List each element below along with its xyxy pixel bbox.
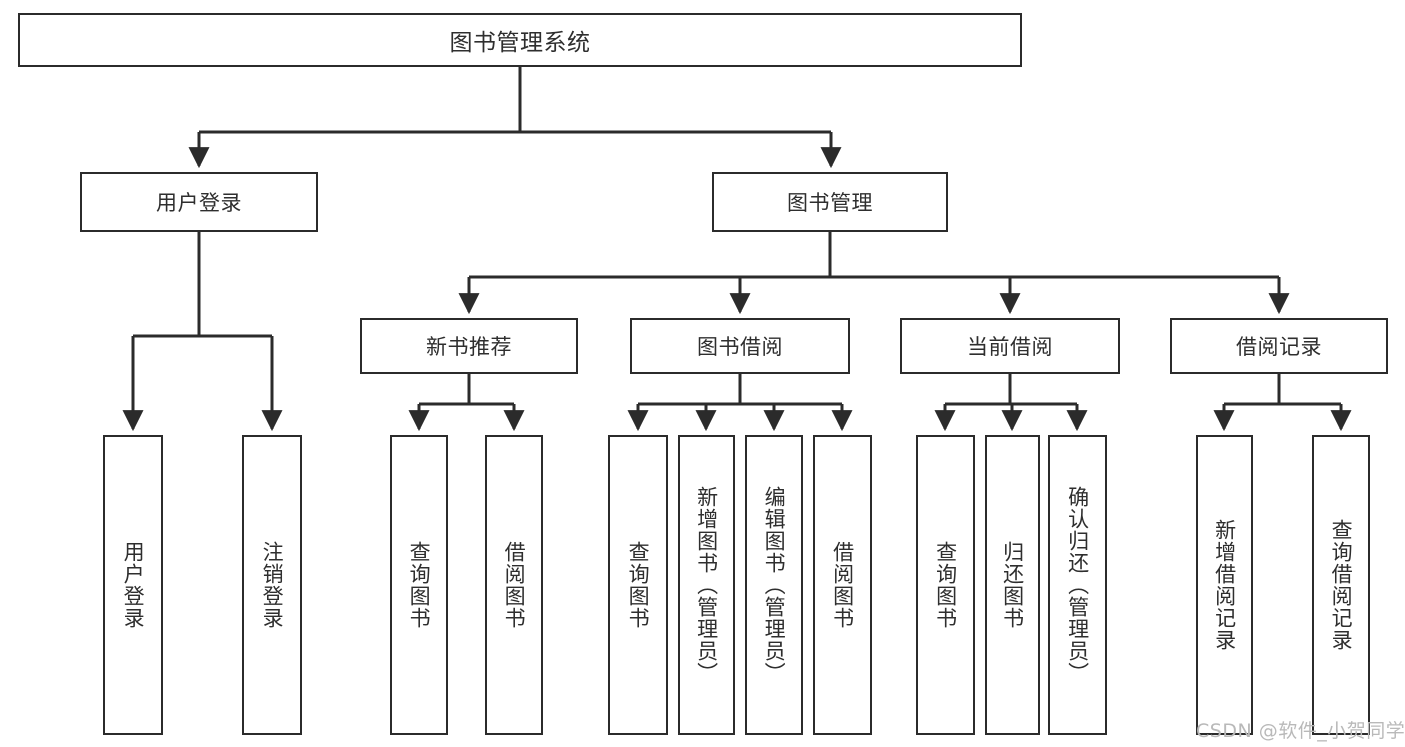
node-book-management[interactable]: 图书管理: [712, 172, 948, 232]
leaf-query-book-current-label: 查询图书: [933, 541, 958, 629]
leaf-add-borrow-record-label: 新增借阅记录: [1212, 519, 1237, 651]
leaf-logout[interactable]: 注销登录: [242, 435, 302, 735]
node-book-borrow[interactable]: 图书借阅: [630, 318, 850, 374]
leaf-borrow-book-recommend[interactable]: 借阅图书: [485, 435, 543, 735]
node-root[interactable]: 图书管理系统: [18, 13, 1022, 67]
leaf-query-book-recommend-label: 查询图书: [407, 541, 432, 629]
leaf-borrow-book-label: 借阅图书: [830, 541, 855, 629]
leaf-query-book-recommend[interactable]: 查询图书: [390, 435, 448, 735]
leaf-edit-book-admin[interactable]: 编辑图书（管理员）: [745, 435, 803, 735]
leaf-user-login-label: 用户登录: [121, 541, 146, 629]
leaf-borrow-book-recommend-label: 借阅图书: [502, 541, 527, 629]
leaf-add-borrow-record[interactable]: 新增借阅记录: [1196, 435, 1253, 735]
node-book-borrow-label: 图书借阅: [697, 335, 783, 359]
csdn-watermark: CSDN @软件_小贺同学: [1196, 720, 1405, 742]
leaf-user-login[interactable]: 用户登录: [103, 435, 163, 735]
leaf-confirm-return-admin[interactable]: 确认归还（管理员）: [1048, 435, 1107, 735]
leaf-borrow-book[interactable]: 借阅图书: [813, 435, 872, 735]
node-current-borrow-label: 当前借阅: [967, 335, 1053, 359]
leaf-logout-label: 注销登录: [260, 541, 285, 629]
node-borrow-record-label: 借阅记录: [1236, 335, 1322, 359]
leaf-return-book-label: 归还图书: [1000, 541, 1025, 629]
leaf-edit-book-admin-label: 编辑图书（管理员）: [762, 486, 787, 684]
node-new-book-recommend[interactable]: 新书推荐: [360, 318, 578, 374]
leaf-confirm-return-admin-label: 确认归还（管理员）: [1065, 486, 1090, 684]
leaf-query-book-current[interactable]: 查询图书: [916, 435, 975, 735]
leaf-query-book-borrow[interactable]: 查询图书: [608, 435, 668, 735]
leaf-return-book[interactable]: 归还图书: [985, 435, 1040, 735]
node-user-login[interactable]: 用户登录: [80, 172, 318, 232]
leaf-query-borrow-record-label: 查询借阅记录: [1329, 519, 1354, 651]
node-root-label: 图书管理系统: [449, 30, 591, 56]
leaf-query-borrow-record[interactable]: 查询借阅记录: [1312, 435, 1370, 735]
node-borrow-record[interactable]: 借阅记录: [1170, 318, 1388, 374]
node-new-book-recommend-label: 新书推荐: [426, 335, 512, 359]
node-user-login-label: 用户登录: [156, 191, 242, 215]
node-current-borrow[interactable]: 当前借阅: [900, 318, 1120, 374]
leaf-add-book-admin[interactable]: 新增图书（管理员）: [678, 435, 735, 735]
node-book-management-label: 图书管理: [787, 191, 873, 215]
leaf-query-book-borrow-label: 查询图书: [626, 541, 651, 629]
leaf-add-book-admin-label: 新增图书（管理员）: [694, 486, 719, 684]
